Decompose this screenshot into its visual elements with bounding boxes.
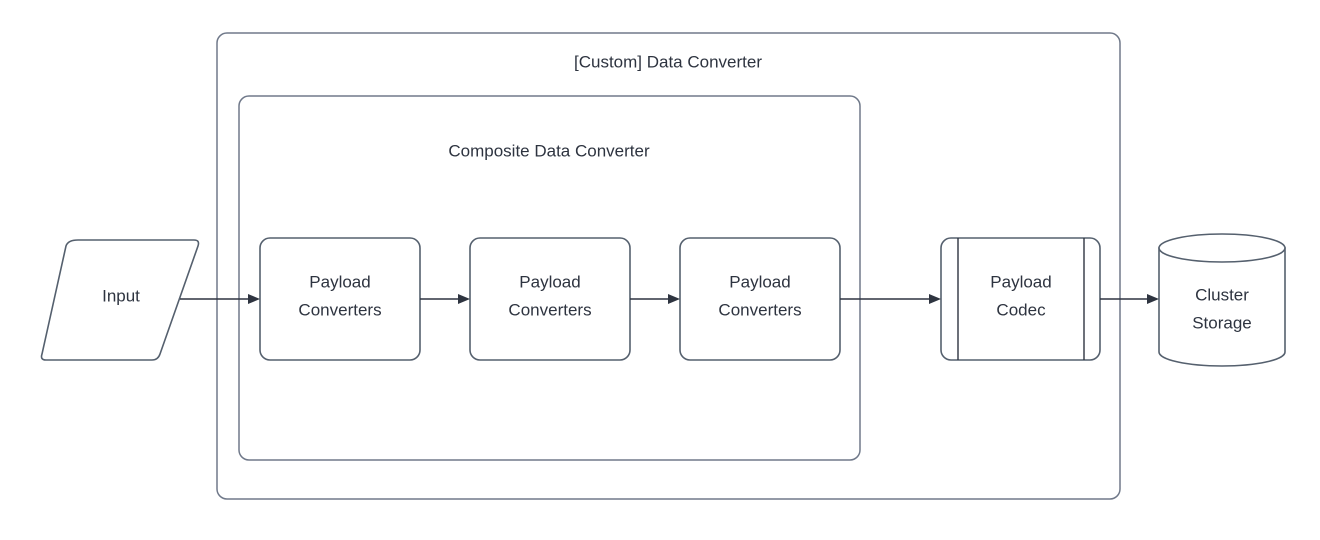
payload-converters-1-shape[interactable] bbox=[259, 237, 421, 361]
node-payload-converters-2[interactable]: Payload Converters bbox=[469, 237, 631, 361]
edge-input-to-payload-converters-1 bbox=[180, 294, 260, 304]
edge-payload-converters-3-to-codec bbox=[840, 294, 941, 304]
payload-codec-shape[interactable] bbox=[940, 237, 1101, 361]
payload-codec-label-line1: Payload bbox=[990, 272, 1051, 291]
node-payload-converters-3[interactable]: Payload Converters bbox=[679, 237, 841, 361]
payload-converters-3-shape[interactable] bbox=[679, 237, 841, 361]
edge-payload-converters-1-to-2 bbox=[420, 294, 470, 304]
edge-pc3-to-codec-arrowhead bbox=[929, 294, 941, 304]
input-shape[interactable] bbox=[40, 239, 200, 361]
container-composite-data-converter[interactable]: Composite Data Converter bbox=[238, 95, 861, 461]
cluster-storage-top-ellipse bbox=[1158, 233, 1286, 263]
payload-converters-2-shape[interactable] bbox=[469, 237, 631, 361]
payload-converters-3-label-line1: Payload bbox=[729, 272, 790, 291]
cluster-storage-body[interactable] bbox=[1158, 247, 1286, 367]
custom-data-converter-box[interactable] bbox=[216, 32, 1121, 500]
node-payload-codec[interactable]: Payload Codec bbox=[940, 237, 1101, 361]
edge-payload-converters-2-to-3 bbox=[630, 294, 680, 304]
edge-input-to-pc1-arrowhead bbox=[248, 294, 260, 304]
payload-converters-1-label-line1: Payload bbox=[309, 272, 370, 291]
custom-data-converter-label: [Custom] Data Converter bbox=[574, 52, 762, 71]
payload-converters-2-label-line2: Converters bbox=[508, 300, 591, 319]
payload-converters-2-label-line1: Payload bbox=[519, 272, 580, 291]
cluster-storage-label-line1: Cluster bbox=[1195, 285, 1249, 304]
payload-converters-3-label-line2: Converters bbox=[718, 300, 801, 319]
node-cluster-storage[interactable]: Cluster Storage bbox=[1158, 233, 1286, 367]
payload-converters-1-label-line2: Converters bbox=[298, 300, 381, 319]
composite-data-converter-label: Composite Data Converter bbox=[448, 141, 650, 160]
node-input[interactable]: Input bbox=[40, 239, 200, 361]
composite-data-converter-box[interactable] bbox=[238, 95, 861, 461]
node-payload-converters-1[interactable]: Payload Converters bbox=[259, 237, 421, 361]
edge-codec-to-storage-arrowhead bbox=[1147, 294, 1159, 304]
edge-pc1-to-pc2-arrowhead bbox=[458, 294, 470, 304]
cluster-storage-label-line2: Storage bbox=[1192, 313, 1252, 332]
container-custom-data-converter[interactable]: [Custom] Data Converter bbox=[216, 32, 1121, 500]
edge-pc2-to-pc3-arrowhead bbox=[668, 294, 680, 304]
edge-codec-to-cluster-storage bbox=[1100, 294, 1159, 304]
payload-codec-label-line2: Codec bbox=[996, 300, 1046, 319]
input-label: Input bbox=[102, 286, 140, 305]
